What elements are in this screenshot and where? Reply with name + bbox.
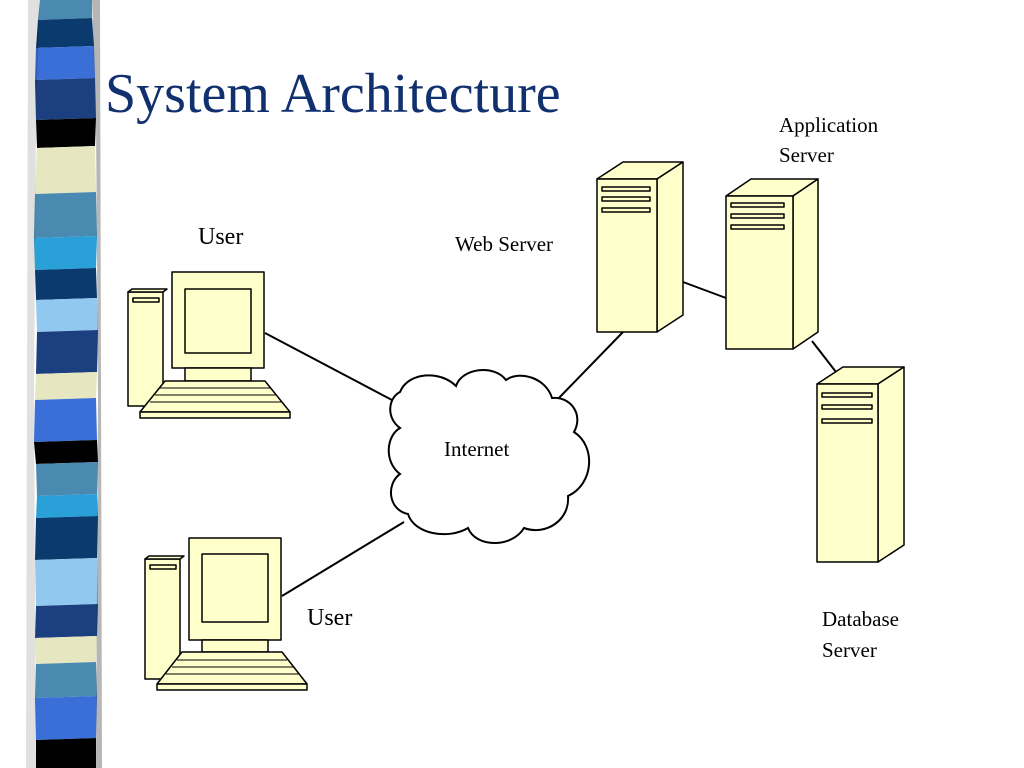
desktop-computer-icon[interactable]	[127, 271, 291, 419]
web-server-label: Web Server	[455, 232, 553, 256]
slide-title: System Architecture	[105, 63, 561, 125]
server-tower-icon[interactable]	[596, 161, 684, 333]
edge-app-server-db-server	[811, 340, 837, 373]
edge-user-top-internet	[264, 332, 393, 401]
db-server-label-line1: Database	[822, 607, 899, 631]
app-server-label-line1: Application	[779, 113, 879, 137]
connection-lines	[264, 281, 837, 597]
db-server-label-line2: Server	[822, 638, 877, 662]
server-tower-icon[interactable]	[725, 178, 819, 350]
internet-label: Internet	[444, 437, 509, 461]
user-top-label: User	[198, 224, 243, 250]
desktop-computer-icon[interactable]	[144, 537, 308, 691]
app-server-label-line2: Server	[779, 143, 834, 167]
cloud-icon[interactable]	[387, 368, 590, 544]
stripe-band-blocks	[26, 0, 102, 768]
decorative-stripe-band	[26, 0, 102, 768]
diagram-labels: User User Web Server Application Server …	[198, 113, 899, 662]
server-tower-icon[interactable]	[816, 366, 905, 563]
edge-user-bottom-internet	[281, 521, 405, 597]
edge-internet-web-server	[554, 331, 624, 403]
user-bottom-label: User	[307, 605, 352, 631]
edge-web-server-app-server	[682, 281, 727, 299]
